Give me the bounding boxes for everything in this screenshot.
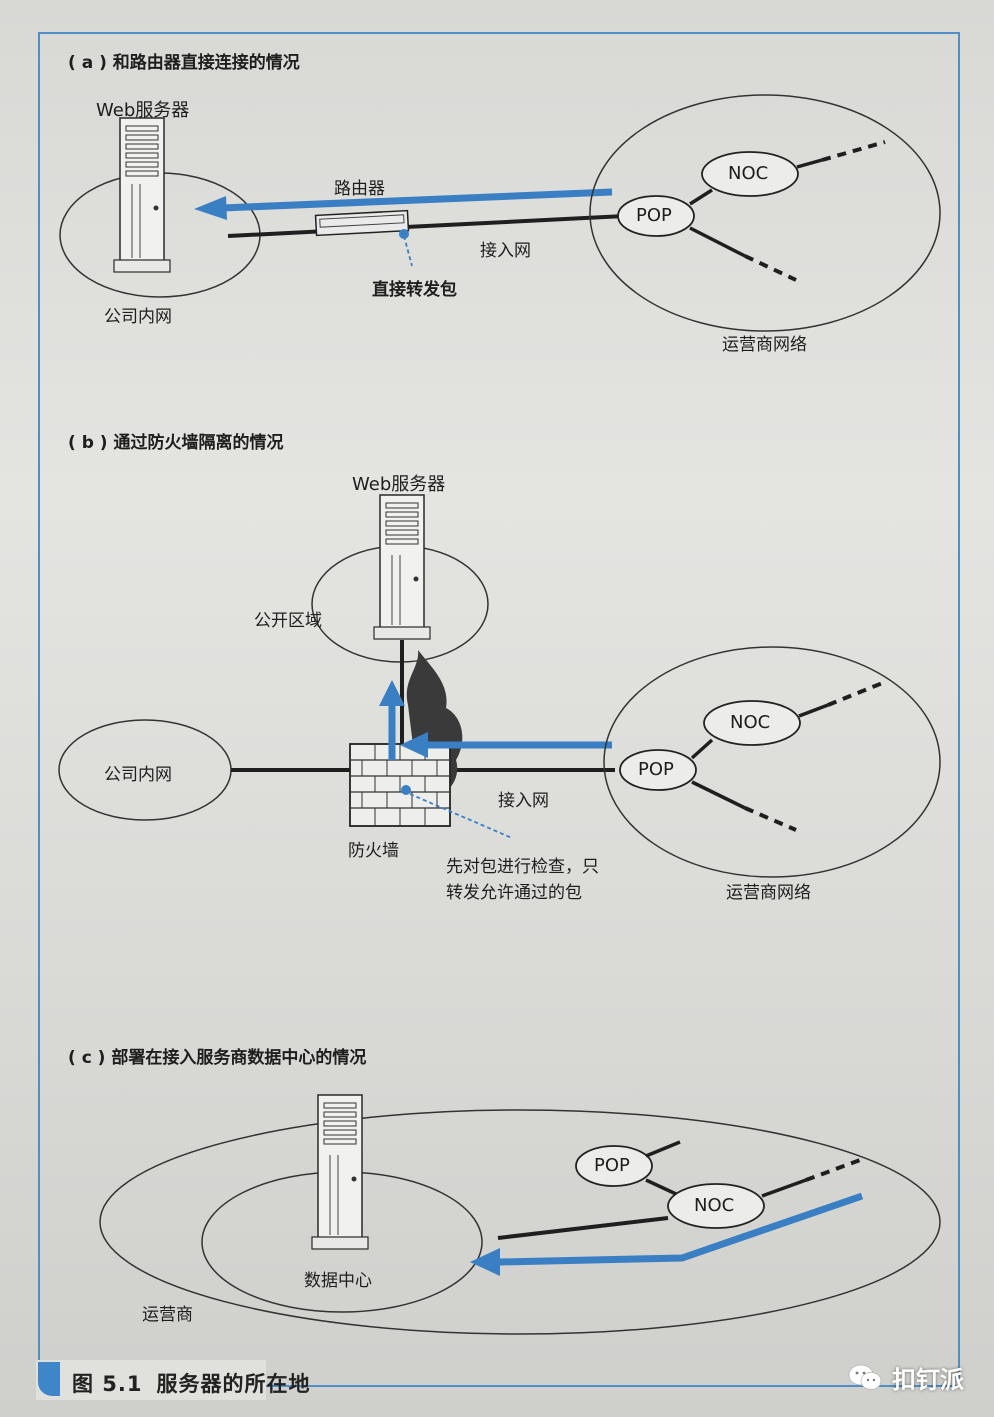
- section-c-title: ( c ) 部署在接入服务商数据中心的情况: [68, 1048, 367, 1068]
- frame-gap: [36, 1360, 266, 1400]
- flow-arrow-c-shaft: [499, 1192, 864, 1266]
- web-server-label-b: Web服务器: [352, 474, 446, 495]
- pop-label-a: POP: [636, 205, 672, 226]
- noc-node-a: [701, 151, 799, 197]
- check-label-line2: 转发允许通过的包: [446, 883, 582, 903]
- figure-caption: 图 5.1 服务器的所在地: [72, 1368, 311, 1398]
- pop-node-a: [617, 195, 695, 237]
- noc-node-c: [667, 1183, 765, 1229]
- router-device: [314, 209, 410, 237]
- watermark-text: 扣钉派: [892, 1366, 964, 1394]
- direct-forward-label: 直接转发包: [372, 280, 457, 300]
- company-lan-label-b: 公司内网: [104, 765, 172, 785]
- carrier-net-label-a: 运营商网络: [722, 335, 807, 355]
- section-c: [99, 1094, 941, 1335]
- flow-arrow-b-horizontal-head: [400, 732, 428, 758]
- pop-node-c: [575, 1145, 653, 1187]
- data-center-label: 数据中心: [304, 1271, 372, 1291]
- check-pointer: [409, 793, 513, 839]
- wechat-icon: [848, 1364, 882, 1392]
- access-net-label-b: 接入网: [498, 791, 549, 811]
- access-net-label-a: 接入网: [480, 241, 531, 261]
- figure-frame: [38, 32, 960, 1387]
- caption-title: 服务器的所在地: [156, 1372, 311, 1396]
- section-b-title: ( b ) 通过防火墙隔离的情况: [68, 433, 284, 453]
- carrier-zone-c: [99, 1109, 941, 1335]
- noc-label-b: NOC: [730, 712, 771, 733]
- noc-node-b: [703, 700, 801, 746]
- check-label-line1: 先对包进行检查，只: [446, 857, 599, 877]
- pop-node-b: [619, 749, 697, 791]
- web-server-b: [373, 494, 431, 640]
- watermark: 扣钉派: [848, 1360, 964, 1395]
- section-a: [59, 94, 941, 332]
- carrier-label-c: 运营商: [142, 1305, 193, 1325]
- noc-label-c: NOC: [694, 1195, 735, 1216]
- direct-forward-pointer: [403, 235, 413, 267]
- caption-number: 图 5.1: [72, 1372, 143, 1396]
- section-a-title: ( a ) 和路由器直接连接的情况: [68, 53, 300, 73]
- carrier-network-a: [589, 94, 941, 332]
- dc-to-noc-line: [497, 1216, 669, 1240]
- caption-tab: [38, 1362, 60, 1396]
- flow-arrow-a-shaft: [221, 188, 613, 212]
- noc-label-a: NOC: [728, 163, 769, 184]
- pop-label-b: POP: [638, 759, 674, 780]
- flow-arrow-a-head: [194, 196, 227, 220]
- server-c: [311, 1094, 369, 1250]
- router-dot: [399, 229, 409, 239]
- section-b: [58, 494, 941, 878]
- carrier-network-b: [603, 646, 941, 878]
- firewall-dot: [401, 785, 411, 795]
- firewall-label: 防火墙: [348, 841, 399, 861]
- flow-arrow-c-head: [470, 1248, 500, 1276]
- firewall-wall: [349, 743, 451, 827]
- access-line-a: [227, 214, 626, 238]
- router-label: 路由器: [334, 179, 385, 199]
- public-zone-label: 公开区域: [254, 611, 322, 631]
- company-lan-label-a: 公司内网: [104, 307, 172, 327]
- web-server-label-a: Web服务器: [96, 100, 190, 121]
- web-server-a: [113, 117, 171, 273]
- pop-label-c: POP: [594, 1155, 630, 1176]
- flow-arrow-b-vertical-head: [379, 680, 405, 706]
- carrier-net-label-b: 运营商网络: [726, 883, 811, 903]
